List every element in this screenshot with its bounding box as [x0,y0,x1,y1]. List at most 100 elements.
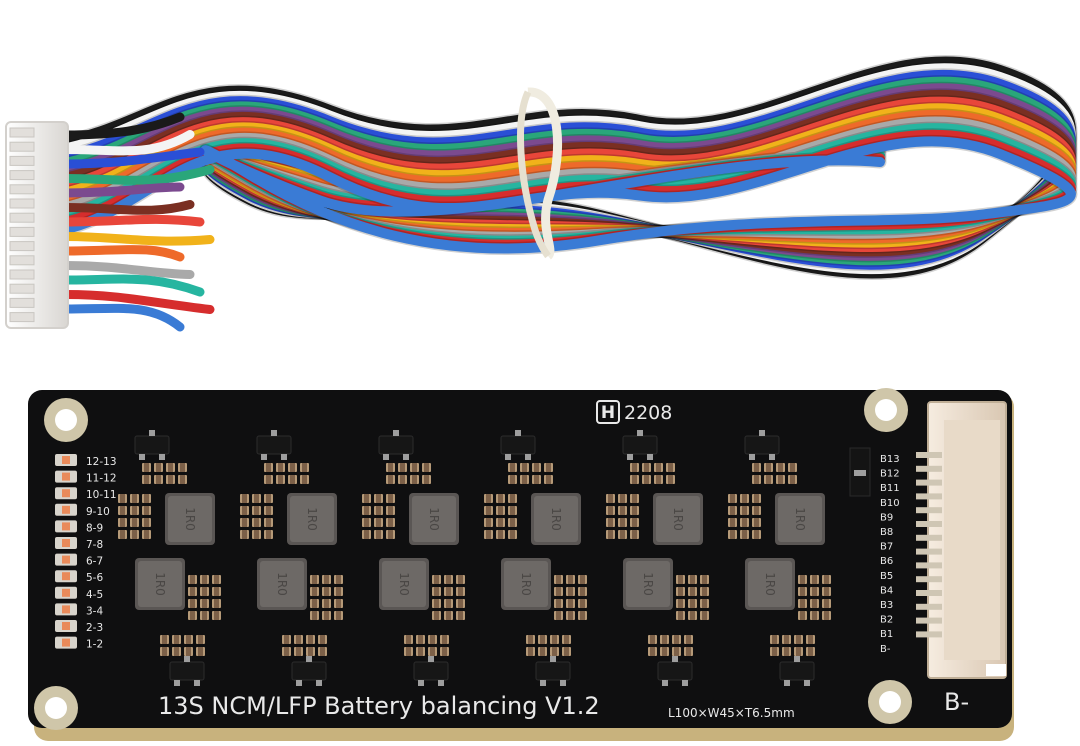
inductor-marking: 1R0 [275,572,289,596]
connector-pin [9,255,35,266]
transistor [378,435,414,455]
transistor [413,661,449,681]
inductor-marking: 1R0 [397,572,411,596]
led-lens [62,456,70,464]
led-label: 1-2 [86,639,103,651]
mounting-holes [34,388,912,730]
date-code-logo: H [601,403,615,423]
wire-tail [61,290,215,314]
connector-pin [9,297,35,308]
wire-tail [61,214,205,227]
led-lens [62,572,70,581]
inductor-marking: 1R0 [153,572,167,596]
board-title: 13S NCM/LFP Battery balancing V1.2 [158,692,600,720]
transistor [500,435,536,455]
connector-pin [916,452,942,458]
pin-label: B9 [880,512,893,523]
pin-label: B6 [880,556,893,567]
led-label: 5-6 [86,572,103,584]
connector-pin [916,631,942,638]
inductor-marking: 1R0 [305,507,319,531]
transistor [134,435,170,455]
led-label: 12-13 [86,456,117,468]
led-label: 6-7 [86,556,103,568]
connector-pin [916,521,942,527]
wire-harness [5,54,1078,332]
pin-label: B8 [880,527,893,538]
date-code: H 2208 [596,400,672,424]
pin-label: B1 [880,629,893,640]
led-label: 3-4 [86,605,103,617]
led-label: 11-12 [86,473,117,485]
transistor [256,435,292,455]
inductor-marking: 1R0 [793,507,807,531]
pin-label: B11 [880,483,900,494]
pin-label: B5 [880,571,893,582]
pin-label: B12 [880,469,900,480]
wire-tail [61,165,215,185]
connector-pin [9,241,35,252]
led-lens [62,638,70,647]
connector-pin [916,493,942,500]
inductor-marking: 1R0 [519,572,533,596]
connector-pin [916,562,942,569]
connector-pin [916,617,942,624]
balance-connector [916,401,1007,679]
harness-connector [5,121,69,329]
led-lens [62,522,70,531]
transistor [779,661,815,681]
wire-tail [61,232,215,246]
connector-pin [916,576,942,583]
wire-tail [61,182,185,198]
connector-pin [9,269,35,280]
inductor-marking: 1R0 [549,507,563,531]
led-label: 10-11 [86,489,117,501]
connector-pin [9,127,35,138]
transistor [169,661,205,681]
led-lens [62,505,70,514]
led-lens [62,539,70,547]
transistor [657,661,693,681]
wire-tail [61,112,185,140]
led-lens [62,605,70,614]
pin-label: B- [880,644,891,655]
connector-pin [916,534,942,541]
led-label: 9-10 [86,506,110,518]
transistor [535,661,571,681]
connector-pin [916,548,942,555]
wire-tail [61,261,195,279]
pin-label: B4 [880,585,893,596]
transistor [291,661,327,681]
wire-tail [61,130,195,156]
connector-pin [916,590,942,596]
pin-label: B7 [880,542,893,553]
wire-tail [61,303,185,332]
led-lens [62,622,70,630]
led-lens [62,555,70,564]
transistor [622,435,658,455]
led-label: 2-3 [86,622,103,634]
cable-tie [517,87,563,260]
connector-pin [9,155,35,166]
led-label: 8-9 [86,522,103,534]
date-code-text: 2208 [624,402,672,424]
led-lens [62,588,70,597]
led-label: 7-8 [86,539,103,551]
inductor-marking: 1R0 [763,572,777,596]
connector-pin [916,507,942,514]
inductor-marking: 1R0 [183,507,197,531]
connector-pin [9,212,35,223]
led-lens [62,489,70,498]
connector-pin [916,479,942,486]
led-lens [62,472,70,481]
wire-tail [61,245,185,262]
connector-pin [9,226,35,237]
connector-pin [9,184,35,195]
inductor-marking: 1R0 [427,507,441,531]
wire [65,136,1076,254]
wire-tail [61,200,195,215]
connector-pin [9,170,35,181]
